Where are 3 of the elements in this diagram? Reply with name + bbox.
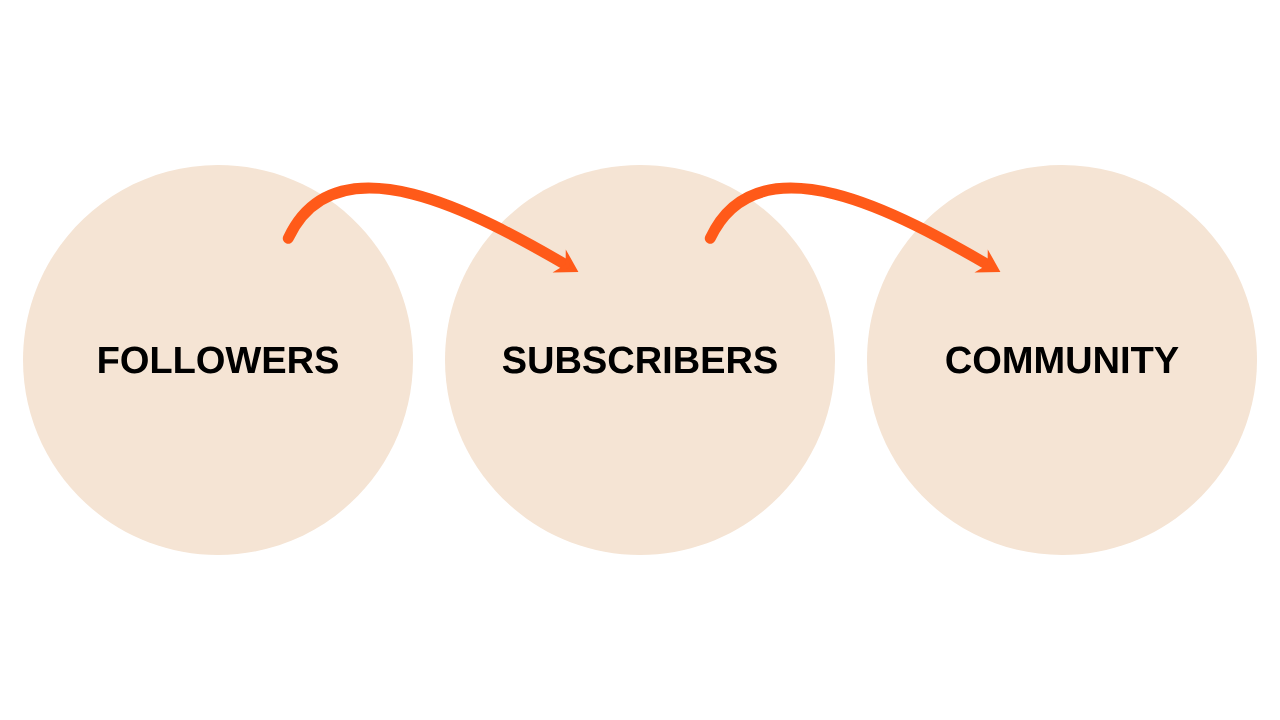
circle-blob: FOLLOWERS bbox=[23, 165, 413, 555]
circle-blob: COMMUNITY bbox=[867, 165, 1257, 555]
circle-blob: SUBSCRIBERS bbox=[445, 165, 835, 555]
